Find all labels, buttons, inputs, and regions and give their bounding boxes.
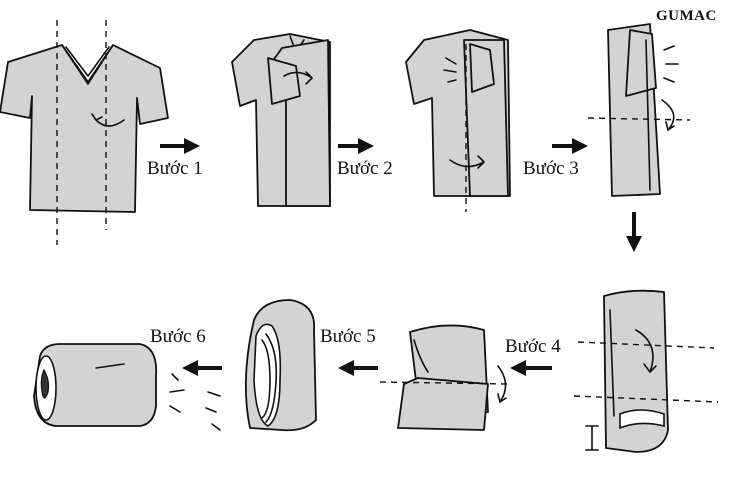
step-label-2: Bước 2 xyxy=(337,158,393,179)
tshirt-fold-4-figure xyxy=(573,289,719,453)
tshirt-strip-figure xyxy=(587,23,691,197)
step-label-5: Bước 5 xyxy=(320,326,376,347)
arrow-step-4 xyxy=(510,360,552,376)
tshirt-fold-5-figure xyxy=(379,324,509,431)
arrow-step-6 xyxy=(182,360,222,376)
brand-logo-text: GUMAC xyxy=(656,8,717,24)
step-label-1: Bước 1 xyxy=(147,158,203,179)
step-label-3: Bước 3 xyxy=(523,158,579,179)
arrow-step-5 xyxy=(338,360,378,376)
arrow-step-3 xyxy=(552,138,588,154)
arrow-step-1 xyxy=(160,138,200,154)
arrow-step-2 xyxy=(338,138,374,154)
step-label-4: Bước 4 xyxy=(505,336,561,357)
step-label-6: Bước 6 xyxy=(150,326,206,347)
arrow-down xyxy=(626,212,642,252)
tshirt-fold-2-figure xyxy=(405,29,511,212)
tshirt-final-roll-figure xyxy=(33,343,221,431)
tshirt-rolled-figure xyxy=(244,299,317,432)
tshirt-fold-1-figure xyxy=(231,33,331,207)
tshirt-flat-figure xyxy=(0,20,169,245)
